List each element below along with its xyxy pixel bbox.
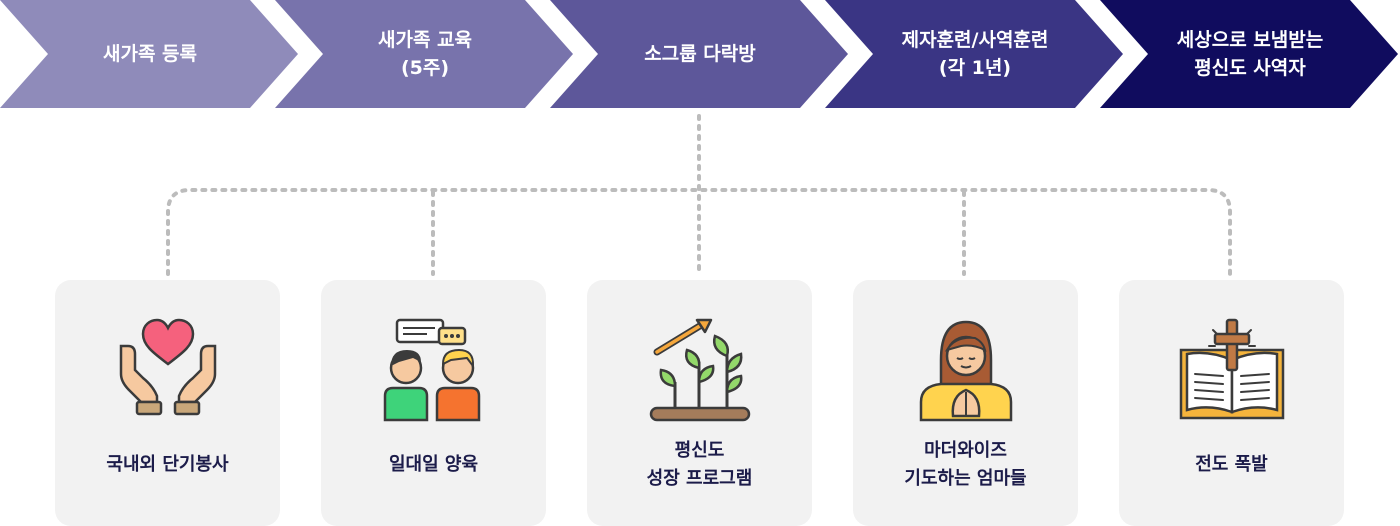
program-label-2: 일대일 양육 (388, 454, 479, 475)
step-label-3: 소그룹 다락방 (644, 43, 756, 65)
two-people-chat-icon (383, 318, 480, 422)
step-arrow-1 (0, 0, 298, 108)
program-card-3: 평신도 성장 프로그램 (587, 280, 812, 526)
program-label-4: 마더와이즈 기도하는 엄마들 (904, 440, 1027, 489)
praying-woman-icon (919, 320, 1012, 422)
growing-plants-icon (649, 318, 750, 422)
program-label-3: 평신도 성장 프로그램 (646, 440, 753, 489)
program-card-4: 마더와이즈 기도하는 엄마들 (853, 280, 1078, 526)
program-card-5: 전도 폭발 (1119, 280, 1344, 526)
connector-bar (166, 188, 1232, 276)
program-card-1: 국내외 단기봉사 (55, 280, 280, 526)
step-arrow-2 (275, 0, 573, 108)
step-label-1: 새가족 등록 (102, 43, 197, 65)
program-card-2: 일대일 양육 (321, 280, 546, 526)
step-label-5: 세상으로 보냄받는 평신도 사역자 (1176, 29, 1324, 79)
bible-cross-icon (1179, 318, 1284, 420)
program-label-1: 국내외 단기봉사 (106, 454, 229, 475)
step-label-2: 새가족 교육 (5주) (377, 29, 472, 79)
process-arrows (0, 0, 1398, 108)
step-arrow-4 (825, 0, 1123, 108)
heart-hands-icon (119, 318, 216, 416)
step-arrow-3 (550, 0, 848, 108)
step-arrow-5 (1100, 0, 1398, 108)
step-label-4: 제자훈련/사역훈련 (각 1년) (901, 29, 1049, 79)
program-label-5: 전도 폭발 (1195, 454, 1268, 475)
